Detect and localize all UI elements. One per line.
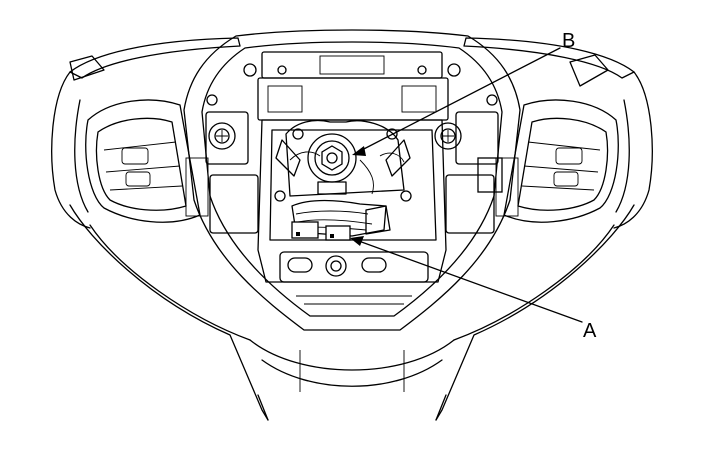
callout-a-leader (355, 239, 583, 323)
left-paddle-shifter (69, 55, 105, 81)
wheel-rim (51, 37, 653, 229)
hub-cavity (183, 29, 521, 331)
callout-b-leader (357, 47, 561, 153)
upper-mounting-bracket (243, 51, 461, 121)
callout-label-b: B (562, 30, 576, 52)
lower-spokes (69, 204, 635, 421)
cable-reel-assembly (274, 119, 412, 202)
airbag-mounting-bolt-left (208, 122, 236, 150)
side-brackets (185, 94, 519, 234)
callout-label-a: A (583, 320, 597, 342)
right-spoke-switch-panel (477, 99, 619, 223)
callout-b-arrowhead (352, 146, 366, 156)
wiring-harness-connector (291, 199, 391, 241)
lower-bolt-row (279, 251, 429, 305)
right-paddle-shifter (569, 54, 609, 87)
airbag-mounting-bolt-right (434, 122, 462, 150)
left-spoke-switch-panel (85, 99, 201, 223)
callout-a-arrowhead (350, 236, 364, 246)
center-plate (257, 119, 447, 283)
steering-shaft-nut (307, 133, 374, 195)
